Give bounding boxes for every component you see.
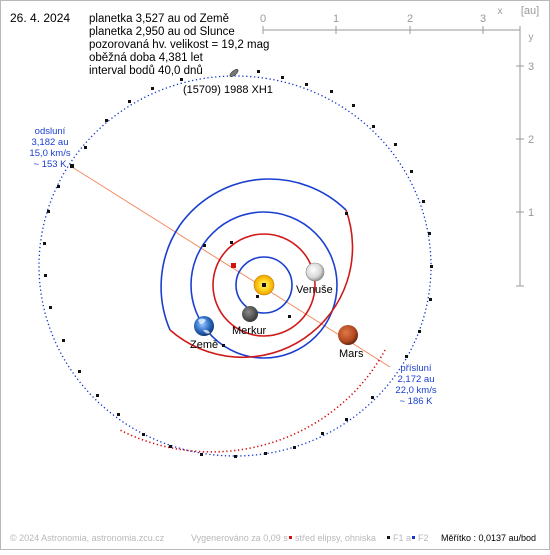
info-block: planetka 3,527 au od Země planetka 2,950… (89, 13, 269, 77)
asteroid-icon (229, 69, 239, 77)
info-magnitude: pozorovaná hv. velikost = 19,2 mag (89, 39, 269, 51)
perihelion-title: přísluní (400, 363, 432, 374)
footer: © 2024 Astronomia, astronomia.zcu.cz Vyg… (10, 533, 536, 543)
mercury-icon (242, 306, 258, 322)
x-tick-2: 2 (407, 13, 413, 25)
aphelion-distance: 3,182 au (32, 137, 69, 148)
perihelion-speed: 22,0 km/s (395, 385, 436, 396)
mars-orbit-blue (179, 178, 347, 226)
footer-legend-center: střed elipsy, ohniska (295, 533, 376, 543)
mars-orbit-blue-left (160, 224, 181, 331)
date-label: 26. 4. 2024 (10, 11, 70, 25)
legend-f1-marker (387, 536, 390, 539)
asteroid-orbit-red (119, 349, 386, 453)
footer-generated: Vygenerováno za 0,09 s (191, 533, 288, 543)
y-tick-1: 1 (528, 207, 534, 219)
ellipse-center (231, 263, 236, 268)
info-sun-distance: planetka 2,950 au od Slunce (89, 26, 235, 38)
footer-legend-f2: F2 (418, 533, 429, 543)
venus-orbit (212, 233, 316, 337)
asteroid-markers (43, 70, 433, 458)
y-tick-2: 2 (528, 134, 534, 146)
right-scale: 3 2 1 y (516, 30, 534, 287)
asteroid-name: (15709) 1988 XH1 (183, 84, 273, 96)
mercury-label: Merkur (232, 325, 267, 337)
earth-label: Země (190, 339, 218, 351)
aphelion-speed: 15,0 km/s (29, 148, 70, 159)
venus-icon (305, 262, 325, 282)
unit-label: [au] (521, 5, 539, 17)
legend-f2-marker (412, 536, 415, 539)
perihelion-temp: ~ 186 K (399, 396, 433, 407)
planet-orbits (160, 178, 354, 359)
earth-orbit (190, 211, 338, 359)
info-interval: interval bodů 40,0 dnů (89, 65, 203, 77)
legend-center-marker (289, 536, 292, 539)
x-tick-3: 3 (480, 13, 486, 25)
mars-label: Mars (339, 348, 364, 360)
top-scale: 0 1 2 3 x [au] (260, 5, 539, 34)
aphelion-temp: ~ 153 K (33, 159, 67, 170)
footer-scale: Měřítko : 0,0137 au/bod (441, 533, 536, 543)
footer-copyright: © 2024 Astronomia, astronomia.zcu.cz (10, 533, 165, 543)
info-earth-distance: planetka 3,527 au od Země (89, 13, 229, 25)
info-period: oběžná doba 4,381 let (89, 52, 204, 64)
y-tick-3: 3 (528, 61, 534, 73)
mercury-orbit (235, 256, 293, 286)
planet-markers (203, 212, 348, 347)
x-axis-label: x (498, 6, 503, 17)
perihelion-label: přísluní 2,172 au 22,0 km/s ~ 186 K (395, 363, 436, 407)
sun-focus (262, 283, 266, 287)
mars-orbit-red (169, 209, 354, 359)
mars-icon (338, 325, 358, 345)
y-axis-label: y (529, 32, 534, 43)
aphelion-title: odsluní (35, 126, 66, 137)
aphelion-label: odsluní 3,182 au 15,0 km/s ~ 153 K (29, 126, 70, 170)
footer-legend-f1: F1 a (393, 533, 411, 543)
mercury-orbit-lower (235, 284, 293, 314)
x-tick-1: 1 (333, 13, 339, 25)
venus-label: Venuše (296, 284, 333, 296)
x-tick-0: 0 (260, 13, 266, 25)
perihelion-distance: 2,172 au (398, 374, 435, 385)
